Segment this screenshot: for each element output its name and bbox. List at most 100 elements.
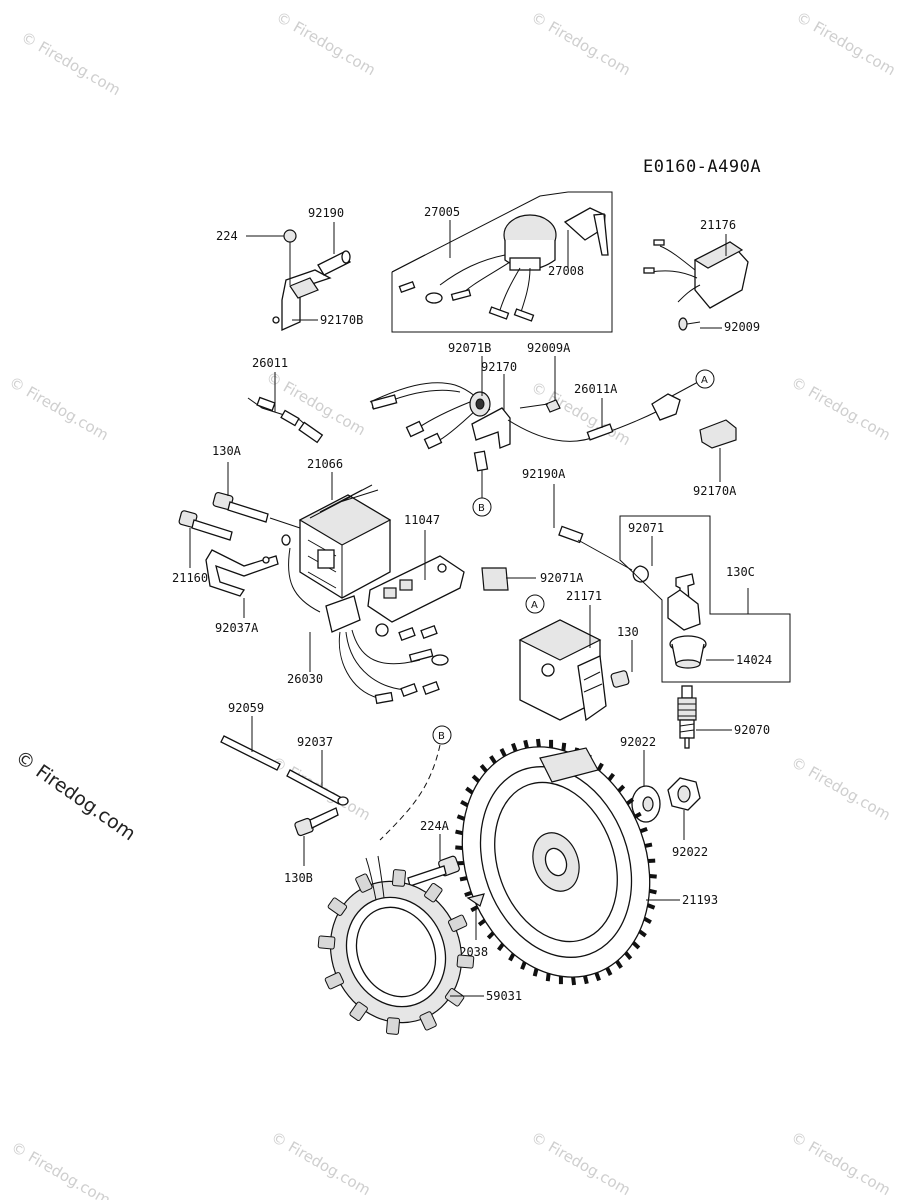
watermark-side: © Firedog.com [11, 746, 139, 845]
flywheel-tooth [561, 742, 567, 751]
part-label-21193: 21193 [682, 893, 718, 907]
flywheel-tooth [638, 929, 647, 938]
part-label-21171: 21171 [566, 589, 602, 603]
flywheel-tooth [633, 811, 642, 819]
fuse-holder-26011 [247, 396, 324, 444]
part-label-130: 130 [617, 625, 639, 639]
callout-letter: B [478, 503, 485, 514]
stator-pole [385, 1017, 401, 1035]
watermark: © Firedog.com [268, 1128, 374, 1199]
part-label-92071B: 92071B [448, 341, 491, 355]
flywheel-tooth [605, 967, 613, 976]
callout-circle [432, 725, 452, 745]
part-label-26011: 26011 [252, 356, 288, 370]
part-label-92022: 92022 [620, 735, 656, 749]
part-label-11047: 11047 [404, 513, 440, 527]
flywheel-tooth [571, 976, 577, 986]
flywheel-tooth [631, 941, 641, 950]
part-label-130C: 21160 [172, 571, 208, 585]
flywheel-tooth [456, 814, 466, 821]
part-label-92009A: 92009A [527, 341, 571, 355]
rods-and-bolt [220, 735, 349, 837]
callout-letter: A [531, 600, 538, 611]
part-label-92037A: 92037A [215, 621, 259, 635]
watermark: © Firedog.com [6, 373, 112, 444]
part-label-14024: 14024 [736, 653, 772, 667]
stator-pole [391, 869, 407, 887]
bracket-box-21160 [619, 515, 791, 683]
flywheel-tooth [497, 942, 505, 952]
part-label-21160: 130C [726, 565, 755, 579]
stator-pole [456, 954, 475, 969]
stator [317, 855, 475, 1035]
flywheel-tooth [594, 972, 601, 982]
part-label-21066: 21066 [307, 457, 343, 471]
flywheel-tooth [545, 973, 551, 982]
flywheel-tooth [532, 968, 539, 977]
stator-pole [448, 914, 468, 932]
part-label-92071: 92071 [628, 521, 664, 535]
stator-pole [419, 1011, 437, 1031]
part-label-92070: 92070 [734, 723, 770, 737]
flywheel-tooth [459, 876, 468, 882]
part-label-26011A: 26011A [574, 382, 618, 396]
part-label-26030: 26030 [287, 672, 323, 686]
flywheel-tooth [626, 797, 635, 806]
part-label-59031: 59031 [486, 989, 522, 1003]
module-21176 [643, 239, 749, 331]
regulator-assembly [178, 484, 465, 705]
key-switch-box [391, 191, 613, 333]
watermark: © Firedog.com [528, 8, 634, 79]
callout-circle [695, 369, 715, 389]
spark-plug [677, 685, 697, 749]
part-label-27008: 27008 [548, 264, 584, 278]
flywheel-tooth [523, 739, 529, 749]
stator-pole [355, 873, 373, 893]
bracket-assembly-top-left [272, 229, 351, 332]
flywheel-tooth [455, 829, 464, 836]
flywheel-tooth [479, 764, 488, 773]
flywheel-tooth [649, 874, 657, 879]
part-label-92009: 92009 [724, 320, 760, 334]
watermark: © Firedog.com [18, 28, 124, 99]
ignition-coil-assembly [481, 510, 707, 722]
watermark: © Firedog.com [273, 8, 379, 79]
part-label-224: 224 [216, 229, 238, 243]
wiring-center [369, 382, 681, 472]
part-label-92059-text: 92059 [228, 701, 264, 715]
watermark: © Firedog.com [788, 373, 894, 444]
flywheel-tooth [486, 931, 495, 940]
stator-pole [324, 972, 344, 990]
diagram-code: E0160-A490A [643, 157, 761, 177]
part-label-130B: 130B [284, 871, 313, 885]
flywheel-tooth [648, 888, 657, 895]
flywheel-tooth [596, 762, 604, 772]
flywheel-tooth [615, 960, 623, 969]
watermark: © Firedog.com [528, 1128, 634, 1199]
watermark: © Firedog.com [263, 368, 369, 439]
flywheel-tooth [583, 975, 589, 985]
part-label-21176: 21176 [700, 218, 736, 232]
stator-pole [444, 988, 465, 1007]
flywheel-tooth [535, 738, 541, 748]
flywheel-tooth [607, 772, 615, 782]
part-label-92170: 92170 [481, 360, 517, 374]
flywheel-tooth [455, 845, 463, 850]
part-label-27005: 27005 [424, 205, 460, 219]
flywheel-tooth [470, 905, 479, 913]
callout-circle [472, 497, 492, 517]
flywheel-tooth [617, 784, 626, 793]
part-label-224A: 224A [420, 819, 450, 833]
stator-pole [424, 882, 443, 903]
watermark: © Firedog.com [793, 8, 899, 79]
part-label-92170A: 92170A [693, 484, 737, 498]
callout-letter: B [438, 731, 445, 742]
flywheel-tooth [477, 918, 486, 927]
callout-circle [525, 594, 545, 614]
part-label-92190: 92190 [308, 206, 344, 220]
flywheel-tooth [464, 890, 473, 898]
flywheel-tooth [520, 961, 527, 970]
flywheel-tooth [460, 799, 469, 808]
stator-pole [327, 897, 348, 916]
